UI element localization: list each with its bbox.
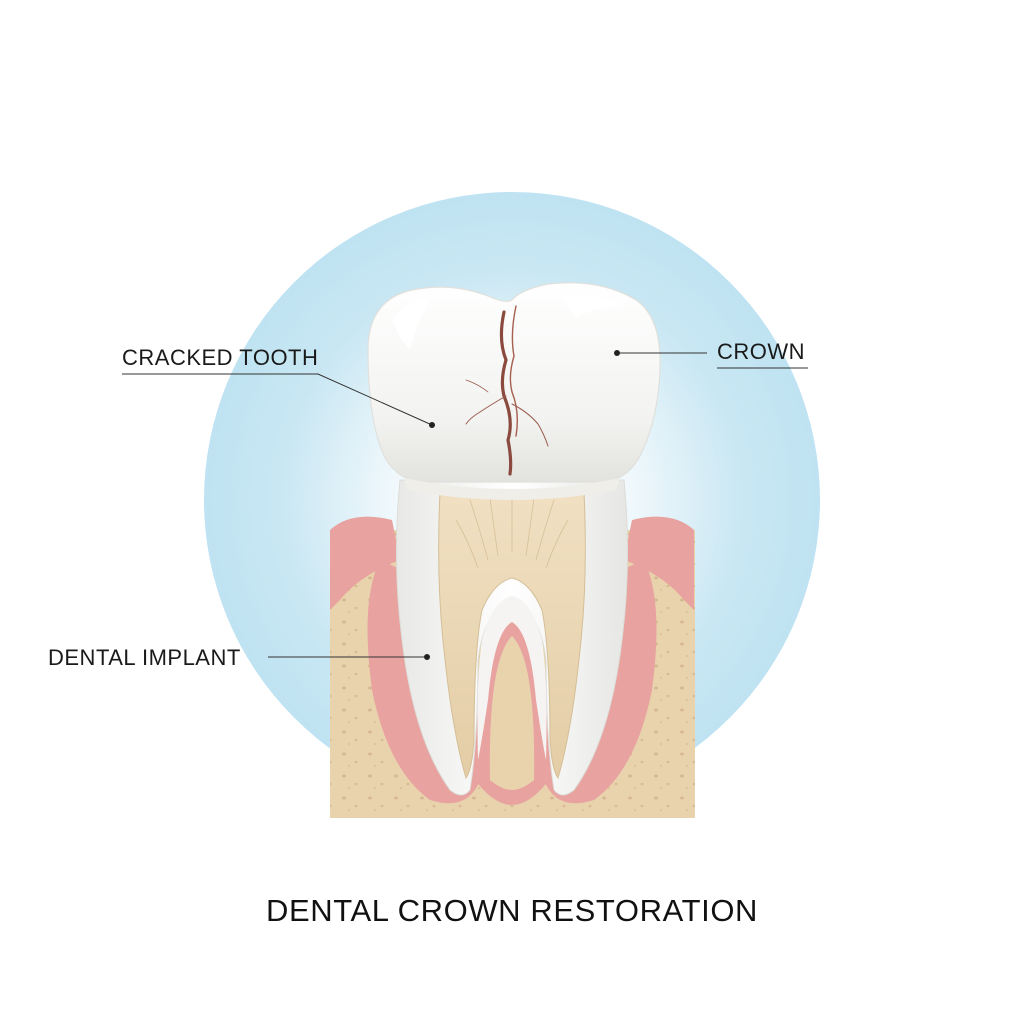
diagram-title: DENTAL CROWN RESTORATION <box>0 893 1024 929</box>
label-cracked-tooth: CRACKED TOOTH <box>122 347 318 369</box>
label-crown: CROWN <box>717 341 805 363</box>
label-dental-implant: DENTAL IMPLANT <box>48 647 241 669</box>
